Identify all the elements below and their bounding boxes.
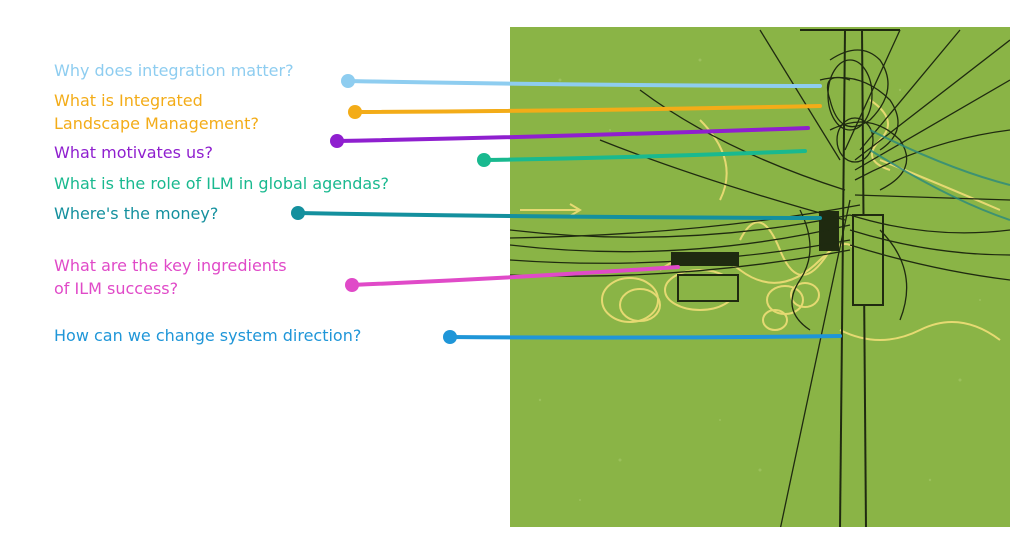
connector-dot-money xyxy=(291,206,305,220)
question-money[interactable]: Where's the money? xyxy=(54,204,219,223)
connector-direction xyxy=(448,334,842,340)
connector-ingredients xyxy=(350,265,680,287)
connector-dot-direction xyxy=(443,330,457,344)
connector-global xyxy=(482,149,807,162)
question-ingredients[interactable]: What are the key ingredients of ILM succ… xyxy=(54,256,287,298)
connector-motivates xyxy=(335,126,810,143)
connector-money xyxy=(296,211,822,220)
connector-lines xyxy=(291,74,842,344)
question-motivates[interactable]: What motivates us? xyxy=(54,143,213,162)
connector-dot-global xyxy=(477,153,491,167)
texture-specks xyxy=(538,58,981,501)
connector-dot-motivates xyxy=(330,134,344,148)
connector-ilm xyxy=(353,104,822,114)
illustration-background xyxy=(510,27,1010,527)
connector-dot-ingredients xyxy=(345,278,359,292)
teal-accent-wires xyxy=(869,129,1010,221)
connector-dot-ilm xyxy=(348,105,362,119)
question-global[interactable]: What is the role of ILM in global agenda… xyxy=(54,174,390,193)
question-integration[interactable]: Why does integration matter? xyxy=(54,61,294,80)
connector-integration xyxy=(346,79,822,88)
question-direction[interactable]: How can we change system direction? xyxy=(54,326,362,345)
connector-dot-integration xyxy=(341,74,355,88)
question-ilm[interactable]: What is Integrated Landscape Management? xyxy=(54,91,259,133)
